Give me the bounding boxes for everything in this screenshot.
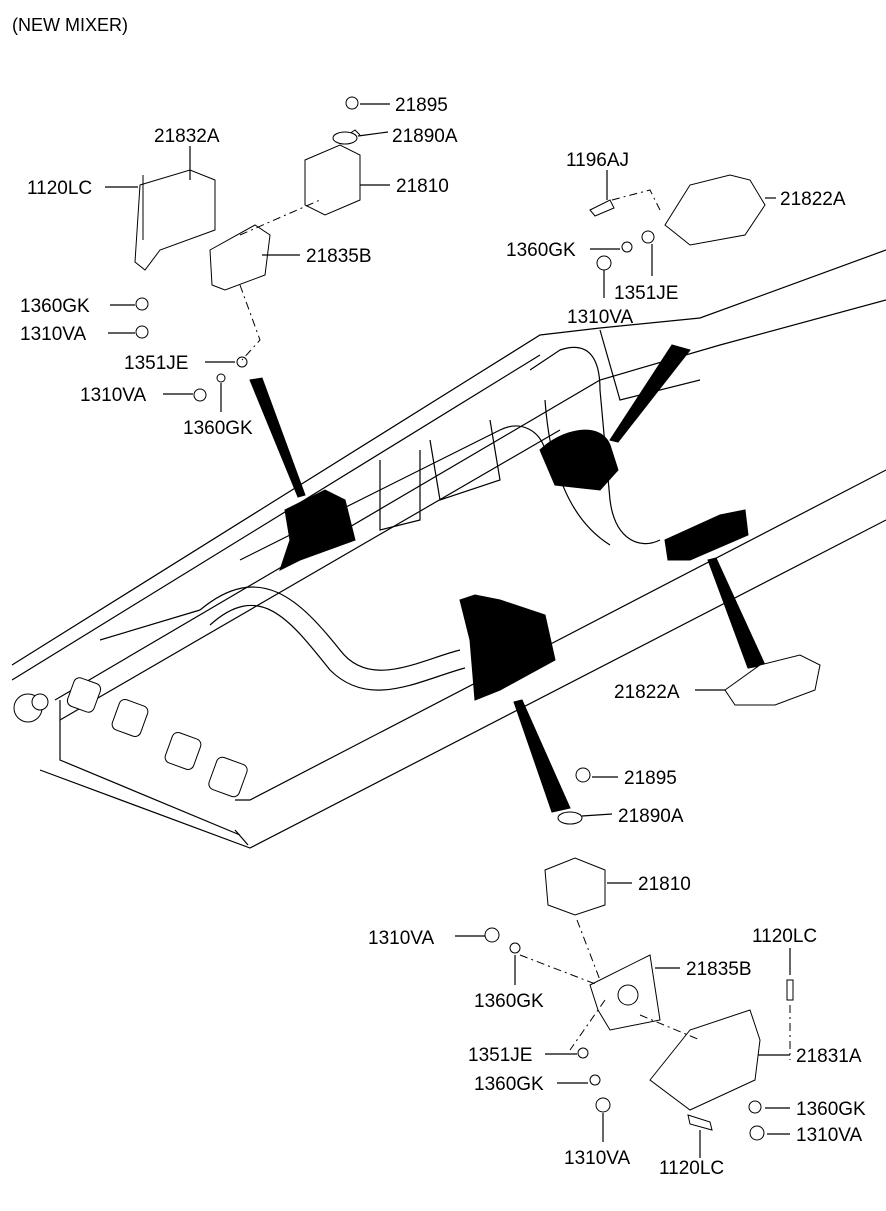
label-1196AJ: 1196AJ (566, 150, 629, 171)
diagram-header: (NEW MIXER) (12, 15, 128, 35)
label-1120LC-bottom-right: 1120LC (752, 926, 817, 947)
label-1310VA-top-left: 1310VA (20, 324, 87, 345)
label-21835B-bottom: 21835B (686, 959, 752, 980)
label-1360GK-bottom-left-2: 1360GK (474, 1074, 544, 1095)
label-1120LC-top: 1120LC (27, 178, 92, 199)
label-1351JE-top: 1351JE (124, 353, 188, 374)
frame-mount-shapes (249, 344, 766, 813)
label-1351JE-top-right: 1351JE (614, 283, 678, 304)
label-1360GK-top-left: 1360GK (20, 296, 90, 317)
label-1310VA-top-left-2: 1310VA (80, 385, 147, 406)
part-labels: 21895 21890A 21832A 21810 1120LC 21835B … (20, 95, 866, 1179)
mount-assembly-top-left (134, 96, 361, 402)
label-1310VA-bottom: 1310VA (564, 1148, 631, 1169)
label-1310VA-bottom-left: 1310VA (368, 928, 435, 949)
mount-21822A-detail (724, 654, 821, 706)
label-21831A: 21831A (796, 1046, 862, 1067)
label-1360GK-top-right: 1360GK (506, 240, 576, 261)
label-21890A-bottom: 21890A (618, 806, 684, 827)
chassis-frame (11, 249, 886, 849)
label-21895-bottom: 21895 (624, 768, 677, 789)
label-1310VA-top-right: 1310VA (567, 307, 634, 328)
label-21835B-top: 21835B (306, 246, 372, 267)
label-1310VA-bottom-right: 1310VA (796, 1125, 863, 1146)
label-21822A-top: 21822A (780, 189, 846, 210)
label-1360GK-bottom-left: 1360GK (474, 991, 544, 1012)
label-21822A-mid: 21822A (614, 682, 680, 703)
label-21832A: 21832A (154, 126, 220, 147)
mount-assembly-bottom (484, 767, 794, 1141)
label-1360GK-top-left-2: 1360GK (183, 418, 253, 439)
label-21810-top: 21810 (396, 176, 449, 197)
label-1360GK-bottom-right: 1360GK (796, 1099, 866, 1120)
label-1351JE-bottom: 1351JE (468, 1045, 532, 1066)
label-1120LC-bottom: 1120LC (659, 1158, 724, 1179)
mount-assembly-top-right (589, 174, 766, 271)
label-21810-bottom: 21810 (638, 874, 691, 895)
leader-lines (105, 103, 791, 1158)
label-21895-top: 21895 (395, 95, 448, 116)
label-21890A-top: 21890A (392, 126, 458, 147)
